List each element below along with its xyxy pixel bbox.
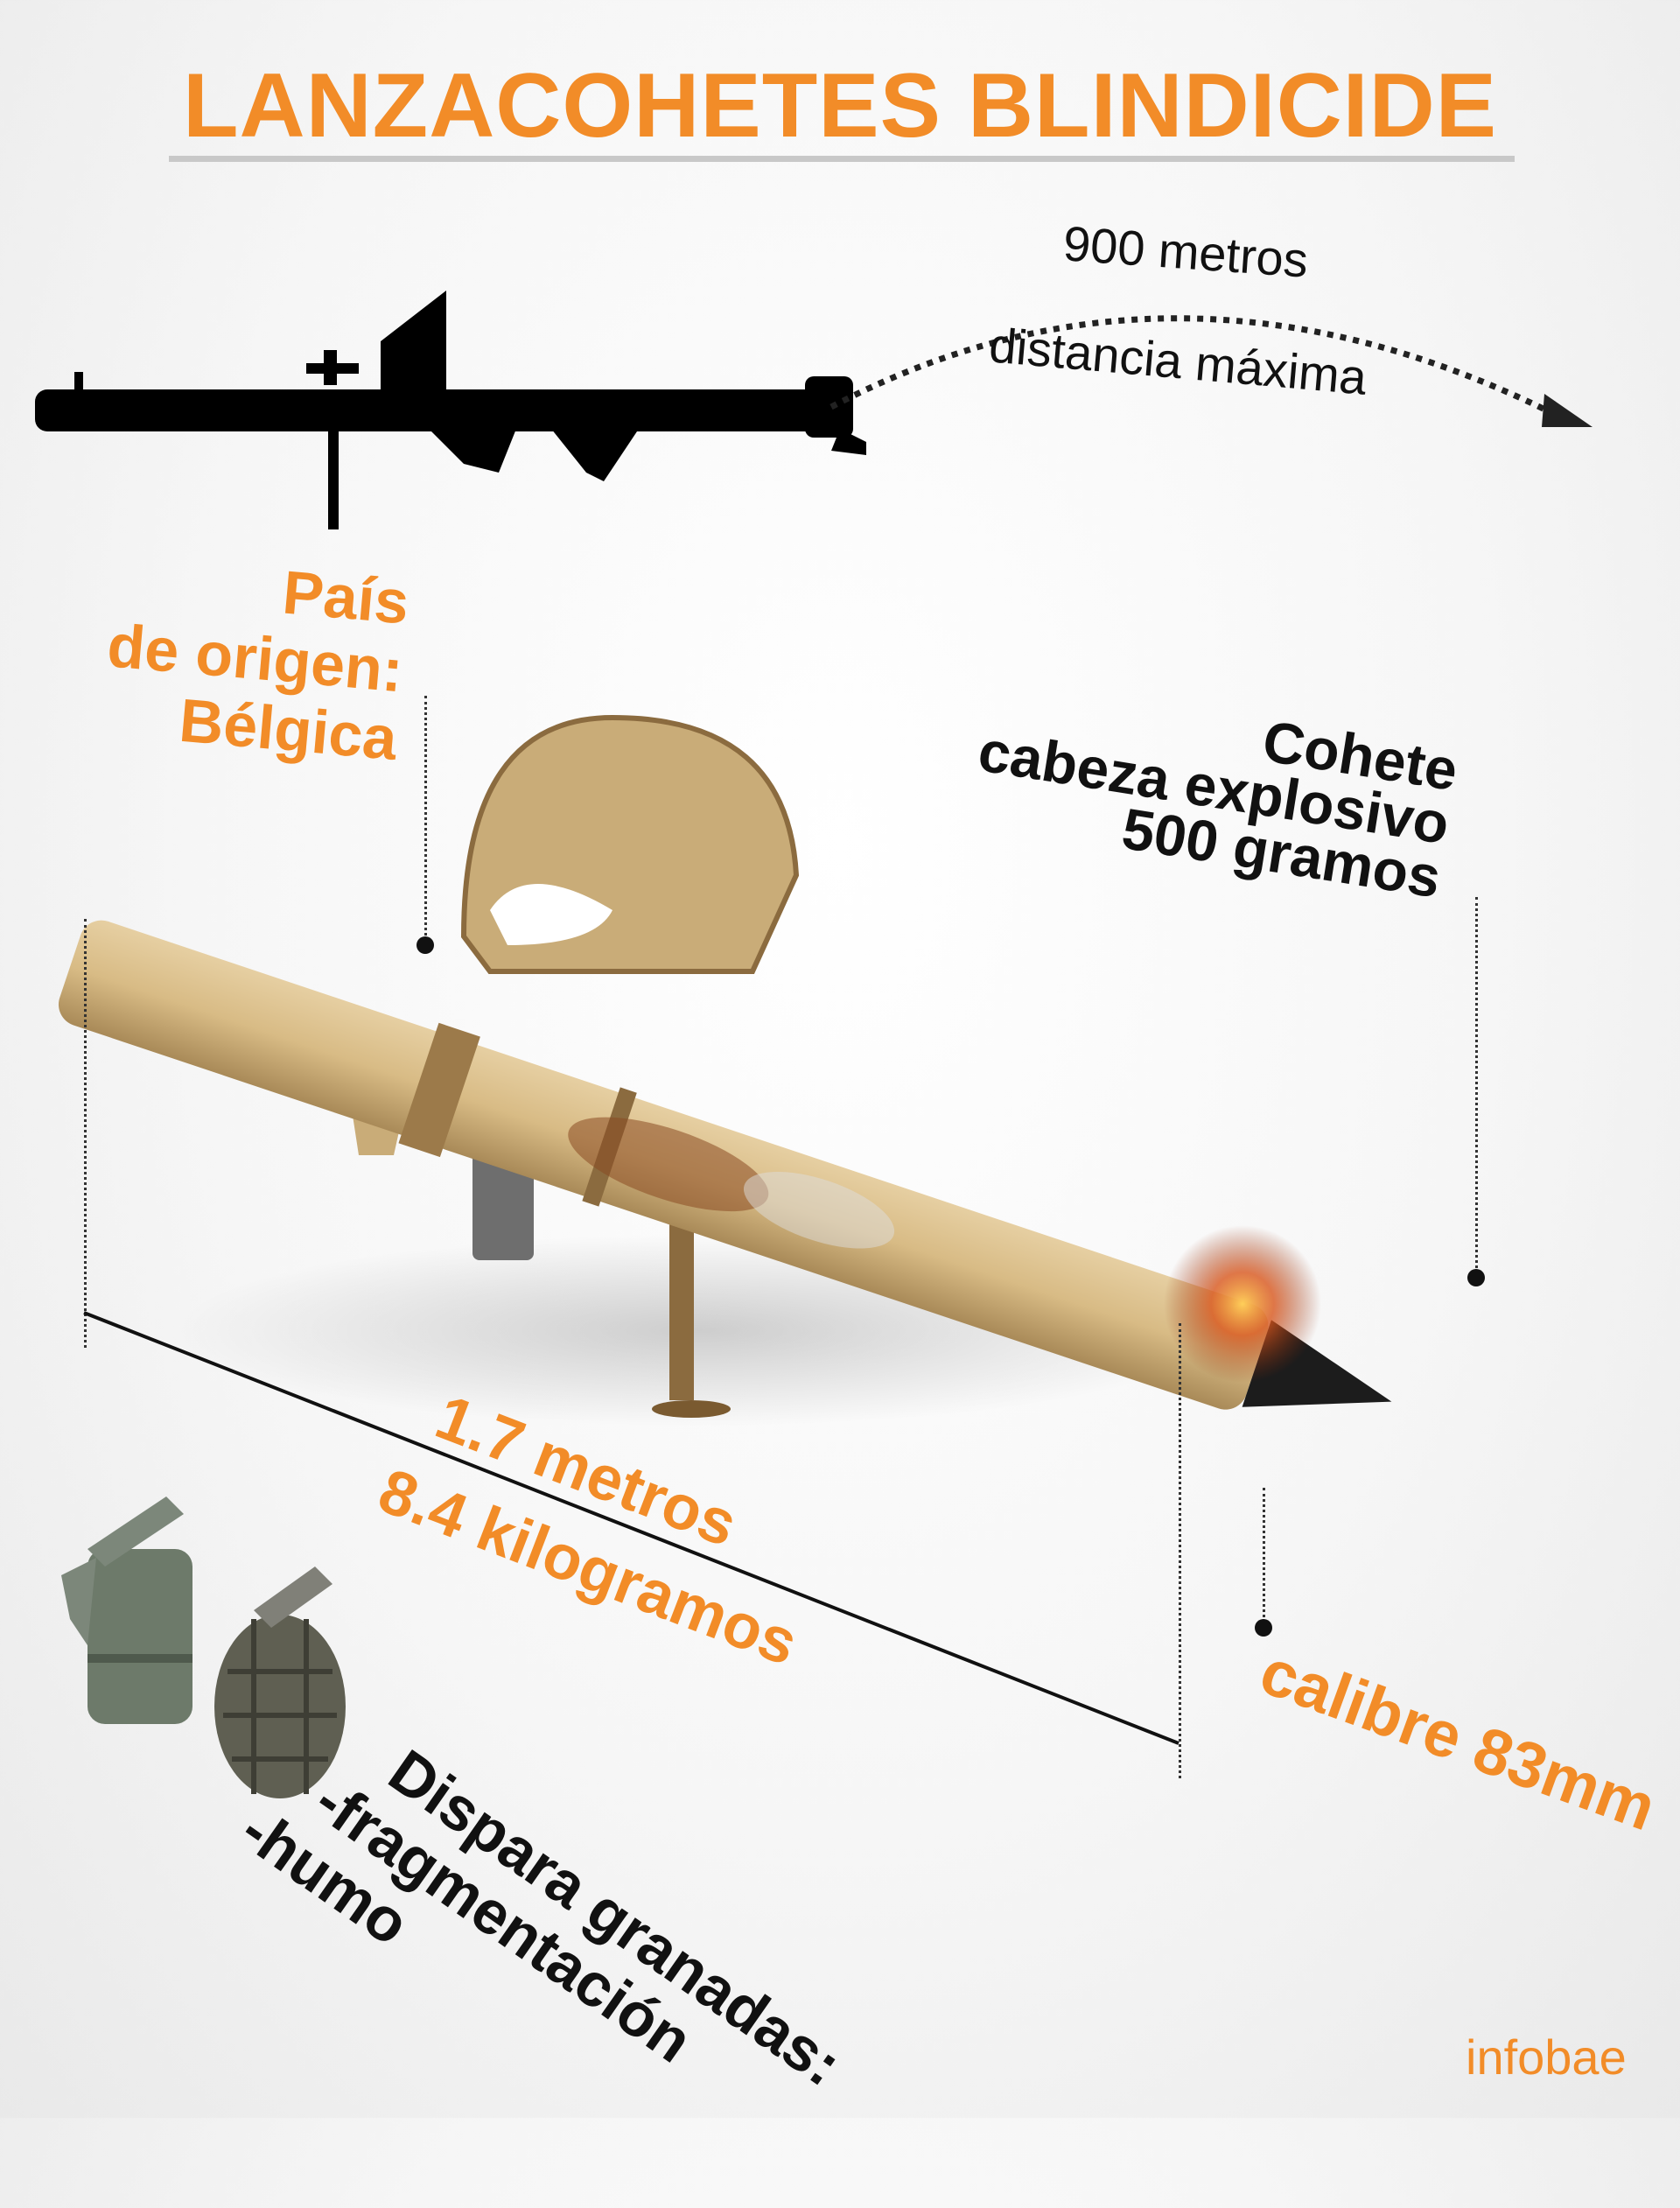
origin-marker xyxy=(416,936,434,954)
range-arc xyxy=(830,315,1592,427)
origin-label: País de origen: Bélgica xyxy=(99,543,411,773)
rocket-leader-line xyxy=(1475,897,1478,1273)
grenade-type: -fragmentación xyxy=(303,1765,705,2076)
infobae-logo[interactable]: infobae xyxy=(1466,2029,1627,2085)
length-start-tick xyxy=(84,919,87,1348)
caliber-value: calibre 83mm xyxy=(1251,1634,1665,1845)
length-end-tick xyxy=(1179,1323,1181,1778)
rocket-label: Cohete cabeza explosivo 500 gramos xyxy=(967,669,1462,910)
rocket-marker xyxy=(1467,1269,1485,1286)
caliber-marker xyxy=(1255,1619,1272,1637)
arrow-icon xyxy=(1542,394,1592,427)
grenades-illustration xyxy=(61,1497,346,1798)
launcher-silhouette-icon xyxy=(35,291,866,529)
caliber-leader-line xyxy=(1263,1488,1265,1628)
origin-leader-line xyxy=(424,696,427,941)
page-title: LANZACOHETES BLINDICIDE xyxy=(182,55,1498,157)
title-underline xyxy=(169,156,1515,162)
grenade-info: Dispara granadas: -fragmentación -humo xyxy=(229,1736,854,2207)
